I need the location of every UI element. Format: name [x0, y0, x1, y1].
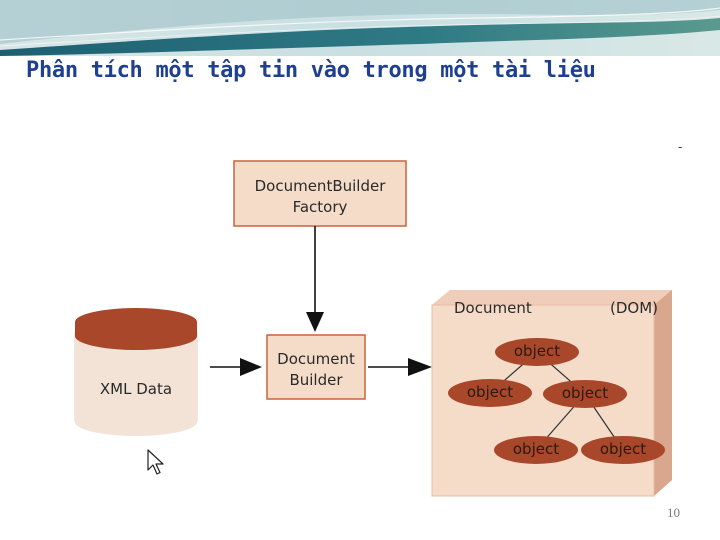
document-label: Document	[454, 299, 532, 317]
builder-label-line1: Document	[277, 350, 355, 368]
factory-label-line2: Factory	[292, 198, 348, 216]
object-node-bottom-right	[581, 436, 665, 464]
slide-title: Phân tích một tập tin vào trong một tài …	[26, 58, 596, 83]
object-label-right: object	[561, 384, 609, 402]
page-number: 10	[667, 505, 680, 520]
object-label-left: object	[466, 383, 514, 401]
arrowhead-right-2	[408, 358, 432, 376]
builder-label-line2: Builder	[289, 371, 343, 389]
object-node-bottom-left	[494, 436, 578, 464]
object-node-left	[448, 379, 532, 407]
arrowhead-right-1	[240, 358, 262, 376]
dom-tag-label: (DOM)	[610, 299, 659, 317]
arrowhead-down	[306, 312, 324, 332]
builder-box	[266, 334, 366, 400]
factory-box	[233, 160, 407, 227]
header-banner	[0, 0, 720, 56]
object-node-root	[495, 338, 579, 366]
object-label-bottom-left: object	[512, 440, 560, 458]
object-label-root: object	[513, 342, 561, 360]
xml-data-label: XML Data	[99, 380, 173, 398]
object-node-right	[543, 380, 627, 408]
factory-label-line1: DocumentBuilder	[254, 177, 386, 195]
xml-data-cylinder	[74, 308, 198, 436]
mouse-pointer-icon	[147, 449, 164, 475]
dash-mark: -	[678, 140, 683, 154]
object-label-bottom-right: object	[599, 440, 647, 458]
